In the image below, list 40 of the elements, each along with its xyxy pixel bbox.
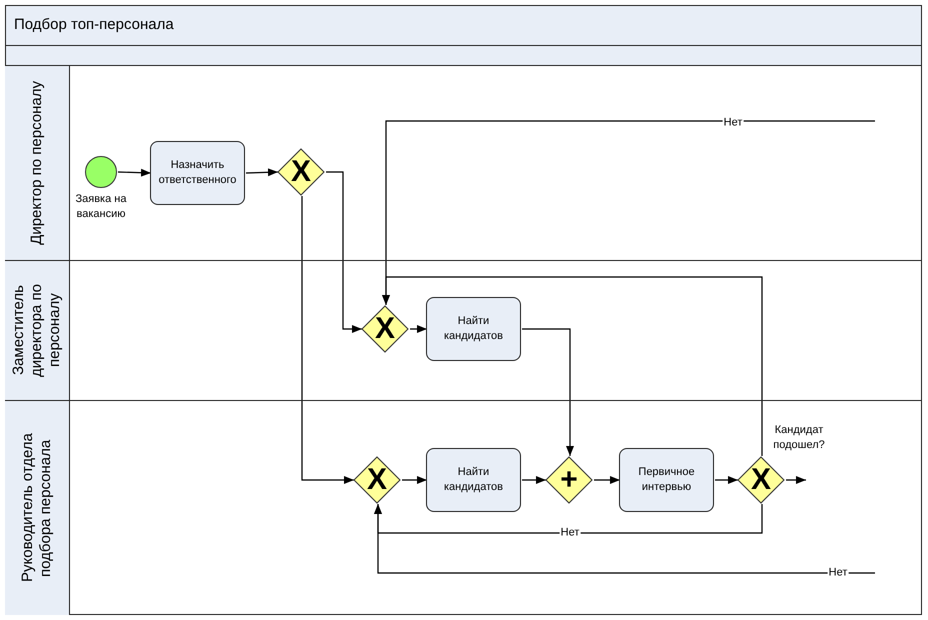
pool-title: Подбор топ-персонала — [14, 15, 174, 36]
lane-label: Руководитель отдела подбора персонала — [19, 432, 55, 584]
task-box — [150, 141, 245, 205]
gateway-diamond — [277, 148, 325, 196]
pool — [5, 5, 922, 615]
sequence-flow-arrow — [522, 328, 574, 456]
task-label: Найти кандидатов — [443, 465, 504, 495]
gateway-symbol: X — [366, 465, 387, 495]
sequence-flow-arrow — [522, 476, 546, 484]
sequence-flow-arrow — [594, 476, 620, 484]
task-label: Первичное интервью — [637, 465, 696, 495]
swimlane — [5, 65, 922, 260]
gateway-diamond — [545, 456, 593, 504]
swimlane — [5, 400, 922, 615]
gateway-symbol: X — [750, 465, 771, 495]
gateway-diamond — [353, 456, 401, 504]
sequence-flow-arrow — [374, 504, 875, 574]
sequence-flow-arrow — [246, 168, 278, 176]
sequence-flow-arrow — [118, 168, 152, 177]
sequence-flow-arrow — [402, 476, 427, 484]
gateway-symbol: + — [560, 465, 578, 495]
task-box — [619, 448, 714, 512]
task-label: Назначить ответственного — [158, 158, 238, 188]
task-label: Найти кандидатов — [443, 314, 504, 344]
gateway-symbol: X — [290, 157, 311, 187]
sequence-flow-arrow — [786, 476, 806, 484]
event-caption: Заявка на вакансию — [76, 193, 126, 220]
sequence-flow-arrow — [301, 196, 354, 484]
task-box — [426, 297, 521, 361]
gateway-symbol: X — [374, 314, 395, 344]
lane-label: Заместитель директора по персоналу — [10, 283, 64, 379]
gateway-diamond — [361, 305, 409, 353]
swimlane — [5, 260, 922, 400]
task-box — [426, 448, 521, 512]
sequence-flow-arrow — [410, 325, 427, 333]
event-caption: Кандидат подошел? — [773, 424, 825, 451]
sequence-flow-arrow — [326, 171, 362, 333]
sequence-flow-arrow — [382, 120, 875, 305]
lane-label: Директор по персоналу — [28, 81, 46, 245]
sequence-flow-arrow — [715, 476, 738, 484]
